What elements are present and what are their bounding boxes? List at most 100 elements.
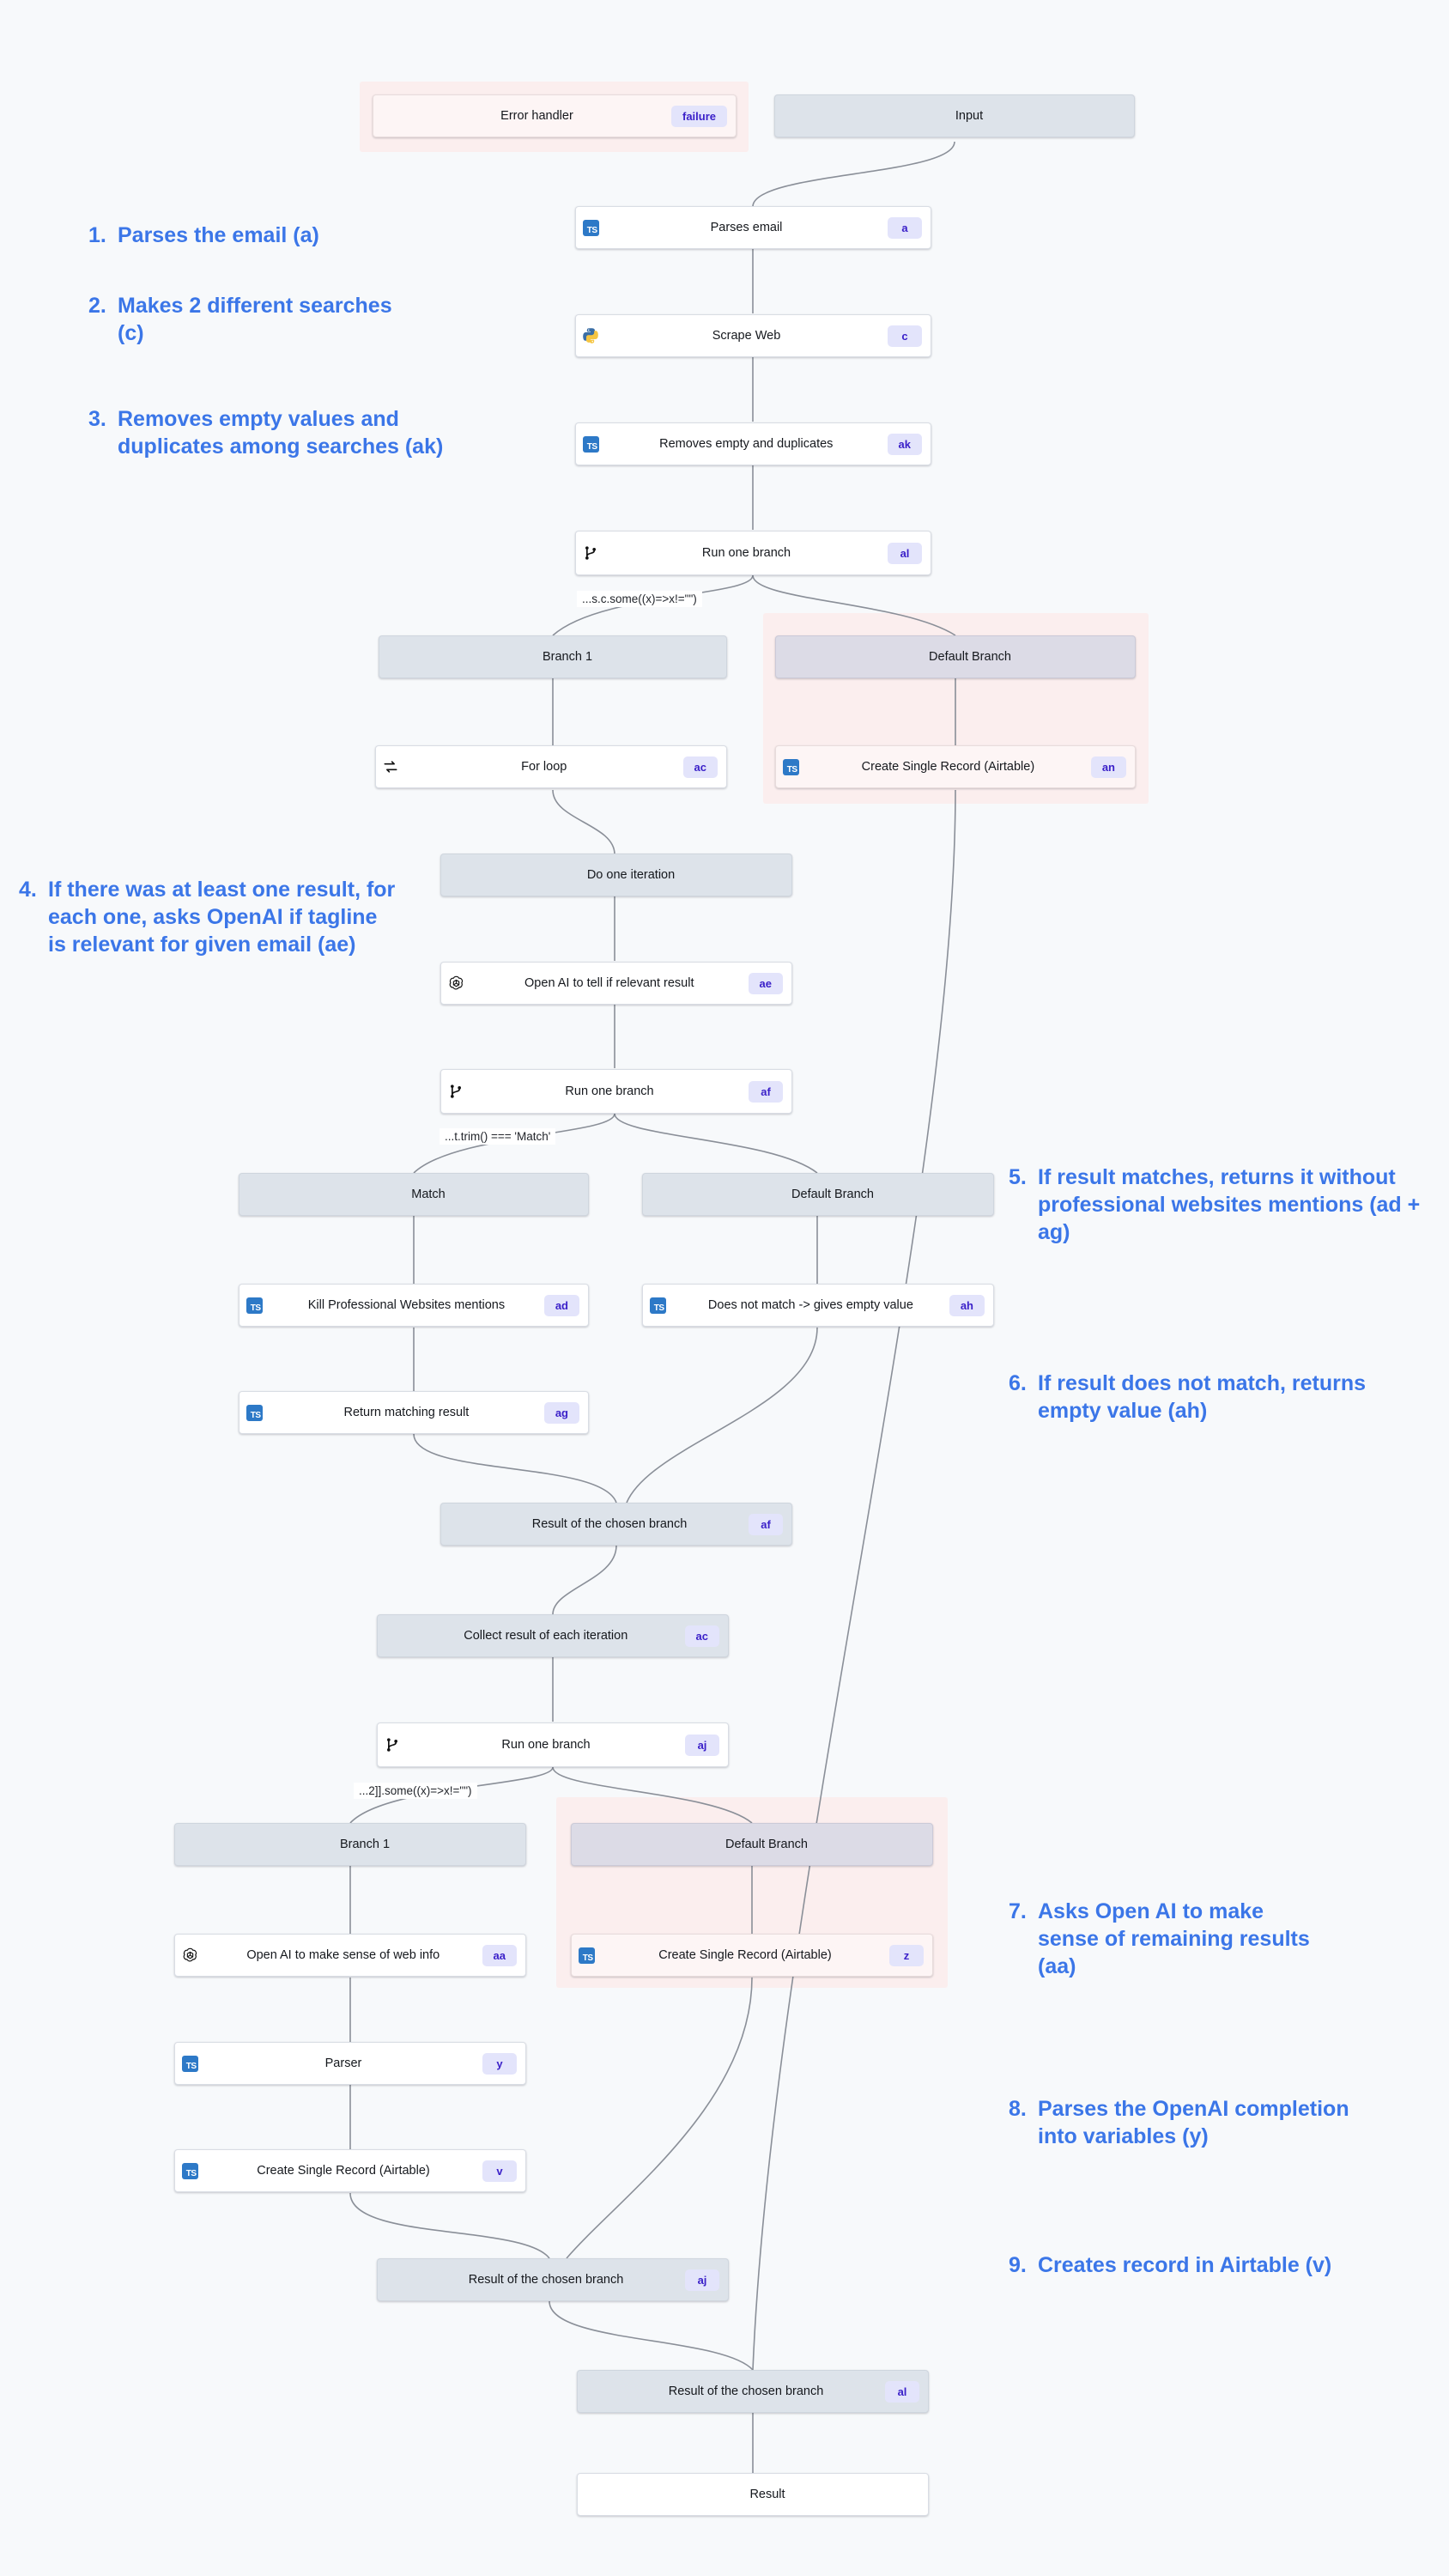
node-label: Return matching result (343, 1406, 470, 1419)
node-create-single-record-z[interactable]: TS Create Single Record (Airtable) z (571, 1934, 933, 1977)
annotation-number: 6. (1009, 1371, 1027, 1395)
branch-icon (576, 532, 605, 574)
node-label: Branch 1 (542, 650, 593, 664)
node-openai-make-sense[interactable]: Open AI to make sense of web info aa (174, 1934, 526, 1977)
node-for-loop[interactable]: For loop ac (375, 745, 727, 788)
openai-icon (441, 963, 470, 1004)
node-label: Create Single Record (Airtable) (658, 1948, 832, 1962)
annotation-text: Parses the OpenAI completion into variab… (1038, 2097, 1349, 2148)
node-label: Default Branch (725, 1838, 808, 1851)
node-branch-1-top[interactable]: Branch 1 (379, 635, 727, 678)
node-default-branch-top[interactable]: Default Branch (775, 635, 1136, 678)
node-default-branch-bottom[interactable]: Default Branch (571, 1823, 933, 1866)
node-removes-empty-duplicates[interactable]: TS Removes empty and duplicates ak (575, 422, 931, 465)
annotation-number: 1. (88, 223, 106, 247)
node-create-single-record-an[interactable]: TS Create Single Record (Airtable) an (775, 745, 1136, 788)
node-label: Result of the chosen branch (531, 1517, 688, 1531)
node-does-not-match[interactable]: TS Does not match -> gives empty value a… (642, 1284, 994, 1327)
node-result[interactable]: Result (577, 2473, 929, 2516)
node-badge: aj (685, 2269, 719, 2291)
node-badge: af (749, 1080, 783, 1103)
node-label: Create Single Record (Airtable) (861, 760, 1035, 774)
node-default-branch-mid[interactable]: Default Branch (642, 1173, 994, 1216)
annotation-text: If result matches, returns it without pr… (1038, 1165, 1421, 1244)
edge-label-af: ...t.trim() === 'Match' (440, 1128, 556, 1145)
annotation-text: Creates record in Airtable (v) (1038, 2253, 1332, 2277)
node-label: Open AI to make sense of web info (246, 1948, 440, 1962)
node-label: Default Branch (929, 650, 1011, 664)
typescript-icon: TS (776, 746, 805, 787)
node-badge: y (482, 2052, 517, 2075)
typescript-icon: TS (175, 2150, 204, 2191)
node-openai-relevant-result[interactable]: Open AI to tell if relevant result ae (440, 962, 792, 1005)
branch-icon (441, 1070, 470, 1113)
node-badge: ag (543, 1401, 579, 1424)
annotation-text: If there was at least one result, for ea… (48, 878, 396, 957)
node-badge: c (888, 325, 922, 347)
node-label: Run one branch (565, 1084, 654, 1098)
node-label: Kill Professional Websites mentions (307, 1298, 506, 1312)
node-create-single-record-v[interactable]: TS Create Single Record (Airtable) v (174, 2149, 526, 2192)
node-label: Branch 1 (339, 1838, 391, 1851)
node-label: Parser (324, 2057, 362, 2070)
node-run-one-branch-aj[interactable]: Run one branch aj (377, 1722, 729, 1767)
annotation-number: 9. (1009, 2253, 1027, 2277)
node-input[interactable]: Input (774, 94, 1135, 137)
annotation-number: 3. (88, 407, 106, 431)
annotation-text: Removes empty values and duplicates amon… (118, 407, 444, 459)
annotation-text: Asks Open AI to make sense of remaining … (1038, 1899, 1310, 1978)
annotation-4: 4. If there was at least one result, for… (19, 876, 397, 958)
typescript-icon: TS (239, 1285, 269, 1326)
node-label: Result of the chosen branch (668, 2385, 824, 2398)
branch-icon (378, 1723, 407, 1766)
node-label: Does not match -> gives empty value (707, 1298, 913, 1312)
node-branch-1-bottom[interactable]: Branch 1 (174, 1823, 526, 1866)
node-label: Match (411, 1188, 446, 1201)
node-badge: v (482, 2160, 517, 2182)
node-run-one-branch-al[interactable]: Run one branch al (575, 531, 931, 575)
node-label: Result of the chosen branch (468, 2273, 624, 2287)
typescript-icon: TS (576, 423, 605, 465)
annotation-3: 3. Removes empty values and duplicates a… (88, 405, 496, 460)
annotation-9: 9. Creates record in Airtable (v) (1009, 2251, 1352, 2279)
typescript-icon: TS (643, 1285, 672, 1326)
node-parses-email[interactable]: TS Parses email a (575, 206, 931, 249)
node-label: For loop (521, 760, 567, 774)
node-do-one-iteration[interactable]: Do one iteration (440, 854, 792, 896)
node-badge: ah (949, 1294, 985, 1316)
node-badge: al (888, 542, 922, 564)
edge-label-al: ...s.c.some((x)=>x!="") (577, 591, 702, 607)
node-label: Do one iteration (586, 868, 676, 882)
node-collect-result-each-iteration[interactable]: Collect result of each iteration ac (377, 1614, 729, 1657)
node-result-chosen-branch-af[interactable]: Result of the chosen branch af (440, 1503, 792, 1546)
node-run-one-branch-af[interactable]: Run one branch af (440, 1069, 792, 1114)
node-badge: aj (685, 1734, 719, 1756)
node-error-handler[interactable]: Error handler failure (373, 94, 737, 137)
node-return-matching-result[interactable]: TS Return matching result ag (239, 1391, 589, 1434)
node-label: Parses email (710, 221, 783, 234)
typescript-icon: TS (175, 2043, 204, 2084)
annotation-number: 8. (1009, 2097, 1027, 2121)
node-badge: ae (748, 972, 783, 994)
annotation-8: 8. Parses the OpenAI completion into var… (1009, 2095, 1352, 2150)
node-label: Removes empty and duplicates (659, 437, 834, 451)
node-result-chosen-branch-al[interactable]: Result of the chosen branch al (577, 2370, 929, 2413)
annotation-number: 2. (88, 294, 106, 318)
typescript-icon: TS (239, 1392, 269, 1433)
loop-icon (376, 746, 405, 787)
node-label: Create Single Record (Airtable) (257, 2164, 430, 2178)
node-badge: af (749, 1513, 783, 1535)
annotation-text: Parses the email (a) (118, 223, 319, 247)
annotation-text: If result does not match, returns empty … (1038, 1371, 1367, 1423)
node-badge: ac (684, 1625, 719, 1647)
annotation-text: Makes 2 different searches (c) (118, 294, 392, 345)
node-match[interactable]: Match (239, 1173, 589, 1216)
node-parser[interactable]: TS Parser y (174, 2042, 526, 2085)
openai-icon (175, 1935, 204, 1976)
node-label: Result (749, 2488, 785, 2501)
node-scrape-web[interactable]: Scrape Web c (575, 314, 931, 357)
node-result-chosen-branch-aj[interactable]: Result of the chosen branch aj (377, 2258, 729, 2301)
node-label: Open AI to tell if relevant result (524, 976, 694, 990)
node-kill-professional-websites[interactable]: TS Kill Professional Websites mentions a… (239, 1284, 589, 1327)
